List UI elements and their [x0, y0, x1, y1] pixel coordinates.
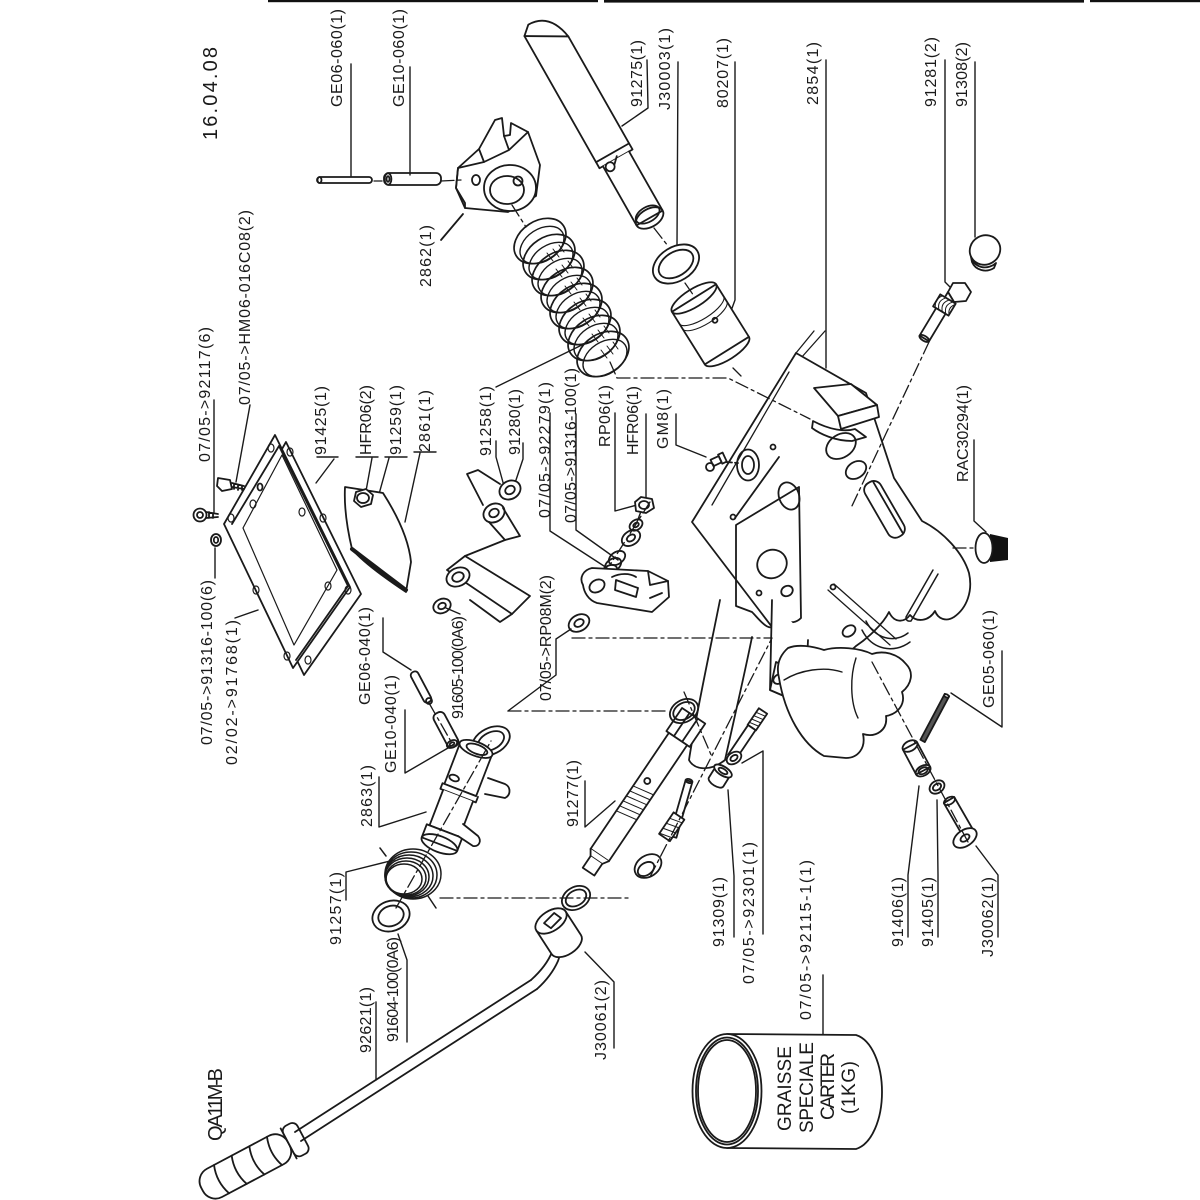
svg-text:91604-100(0A6): 91604-100(0A6): [385, 937, 402, 1042]
svg-text:J30062(1): J30062(1): [980, 877, 997, 957]
svg-text:91309(1): 91309(1): [711, 877, 728, 947]
svg-text:92621(1): 92621(1): [358, 987, 375, 1053]
svg-text:07/05->92117(6): 07/05->92117(6): [197, 327, 214, 462]
svg-text:07/05->HM06-016C08(2): 07/05->HM06-016C08(2): [237, 210, 254, 405]
svg-text:CARTER: CARTER: [818, 1053, 839, 1120]
svg-text:91259(1): 91259(1): [388, 385, 405, 455]
svg-text:80207(1): 80207(1): [715, 38, 732, 108]
svg-text:07/05->92115-1(1): 07/05->92115-1(1): [798, 860, 815, 1020]
svg-text:91405(1): 91405(1): [920, 877, 937, 947]
svg-text:91406(1): 91406(1): [890, 877, 907, 947]
svg-text:07/05->92301(1): 07/05->92301(1): [741, 842, 758, 984]
svg-text:J30061(2): J30061(2): [593, 980, 610, 1060]
svg-text:(1KG): (1KG): [839, 1061, 860, 1114]
svg-text:07/05->91316-100(6): 07/05->91316-100(6): [199, 580, 216, 745]
svg-text:HFR06(1): HFR06(1): [625, 386, 642, 455]
svg-text:91275(1): 91275(1): [629, 40, 646, 107]
svg-text:91425(1): 91425(1): [313, 386, 330, 455]
svg-text:GRAISSE: GRAISSE: [775, 1046, 796, 1131]
svg-text:RP06(1): RP06(1): [597, 385, 614, 447]
svg-text:HFR06(2): HFR06(2): [358, 385, 375, 455]
svg-text:07/05->91316-100(1): 07/05->91316-100(1): [563, 368, 580, 523]
svg-text:GE10-060(1): GE10-060(1): [391, 9, 408, 107]
svg-text:91605-100(0A6): 91605-100(0A6): [450, 616, 467, 719]
svg-text:07/05->92279(1): 07/05->92279(1): [537, 382, 554, 518]
svg-text:91281(2): 91281(2): [923, 37, 940, 107]
svg-text:J30003(1): J30003(1): [657, 28, 674, 110]
svg-text:SPECIALE: SPECIALE: [797, 1042, 818, 1133]
svg-text:91280(1): 91280(1): [507, 389, 524, 455]
svg-text:RAC30294(1): RAC30294(1): [955, 385, 972, 482]
svg-text:91277(1): 91277(1): [565, 760, 582, 827]
svg-text:GE06-040(1): GE06-040(1): [357, 607, 374, 705]
svg-text:2861(1): 2861(1): [417, 390, 434, 452]
svg-text:QA11M-B: QA11M-B: [205, 1068, 227, 1141]
svg-text:2854(1): 2854(1): [805, 42, 822, 105]
svg-text:2862(1): 2862(1): [418, 225, 435, 287]
svg-text:91258(1): 91258(1): [478, 386, 495, 456]
svg-text:91308(2): 91308(2): [954, 42, 971, 107]
svg-text:02/02->91768(1): 02/02->91768(1): [224, 620, 241, 765]
svg-text:GM8(1): GM8(1): [655, 389, 672, 449]
svg-text:2863(1): 2863(1): [359, 765, 376, 827]
svg-text:07/05->RP08M(2): 07/05->RP08M(2): [538, 575, 555, 701]
svg-text:91257(1): 91257(1): [328, 872, 345, 945]
svg-text:GE05-060(1): GE05-060(1): [981, 610, 998, 708]
svg-text:GE06-060(1): GE06-060(1): [329, 9, 346, 107]
svg-text:GE10-040(1): GE10-040(1): [383, 675, 400, 773]
